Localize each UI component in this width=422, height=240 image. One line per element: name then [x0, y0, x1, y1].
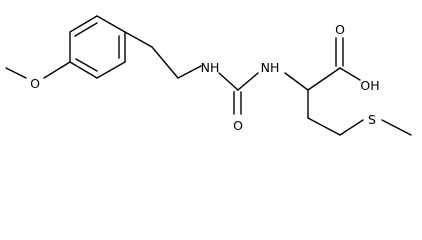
bond: [69, 61, 98, 79]
bond: [124, 31, 153, 48]
urea-nh-left-label: NH: [201, 60, 220, 75]
urea-nh-right-label: NH: [261, 60, 280, 75]
bond: [74, 22, 98, 37]
acid-oh-label: OH: [360, 78, 379, 93]
acid-carbonyl-oxygen-label: O: [335, 22, 345, 37]
bond: [237, 72, 259, 91]
carbonyl-oxygen-label: O: [233, 118, 243, 133]
sulfur-label: S: [368, 112, 376, 127]
methoxy-oxygen-label: O: [30, 76, 40, 91]
bond: [96, 15, 126, 33]
bond: [381, 119, 412, 136]
bond: [284, 72, 309, 91]
bond: [69, 15, 98, 33]
atom-labels: O NH NH O O OH S: [30, 22, 380, 133]
bond: [96, 61, 126, 79]
bond: [5, 67, 27, 79]
bond: [307, 67, 341, 91]
bond: [339, 119, 364, 136]
bond: [151, 46, 179, 79]
bond: [75, 58, 98, 72]
bond: [43, 61, 71, 79]
bond: [307, 117, 341, 136]
bond: [177, 65, 202, 79]
structure-diagram: O NH NH O O OH S: [5, 15, 412, 136]
bond: [218, 72, 239, 91]
bond: [339, 67, 361, 81]
bond-lines: [5, 15, 412, 136]
